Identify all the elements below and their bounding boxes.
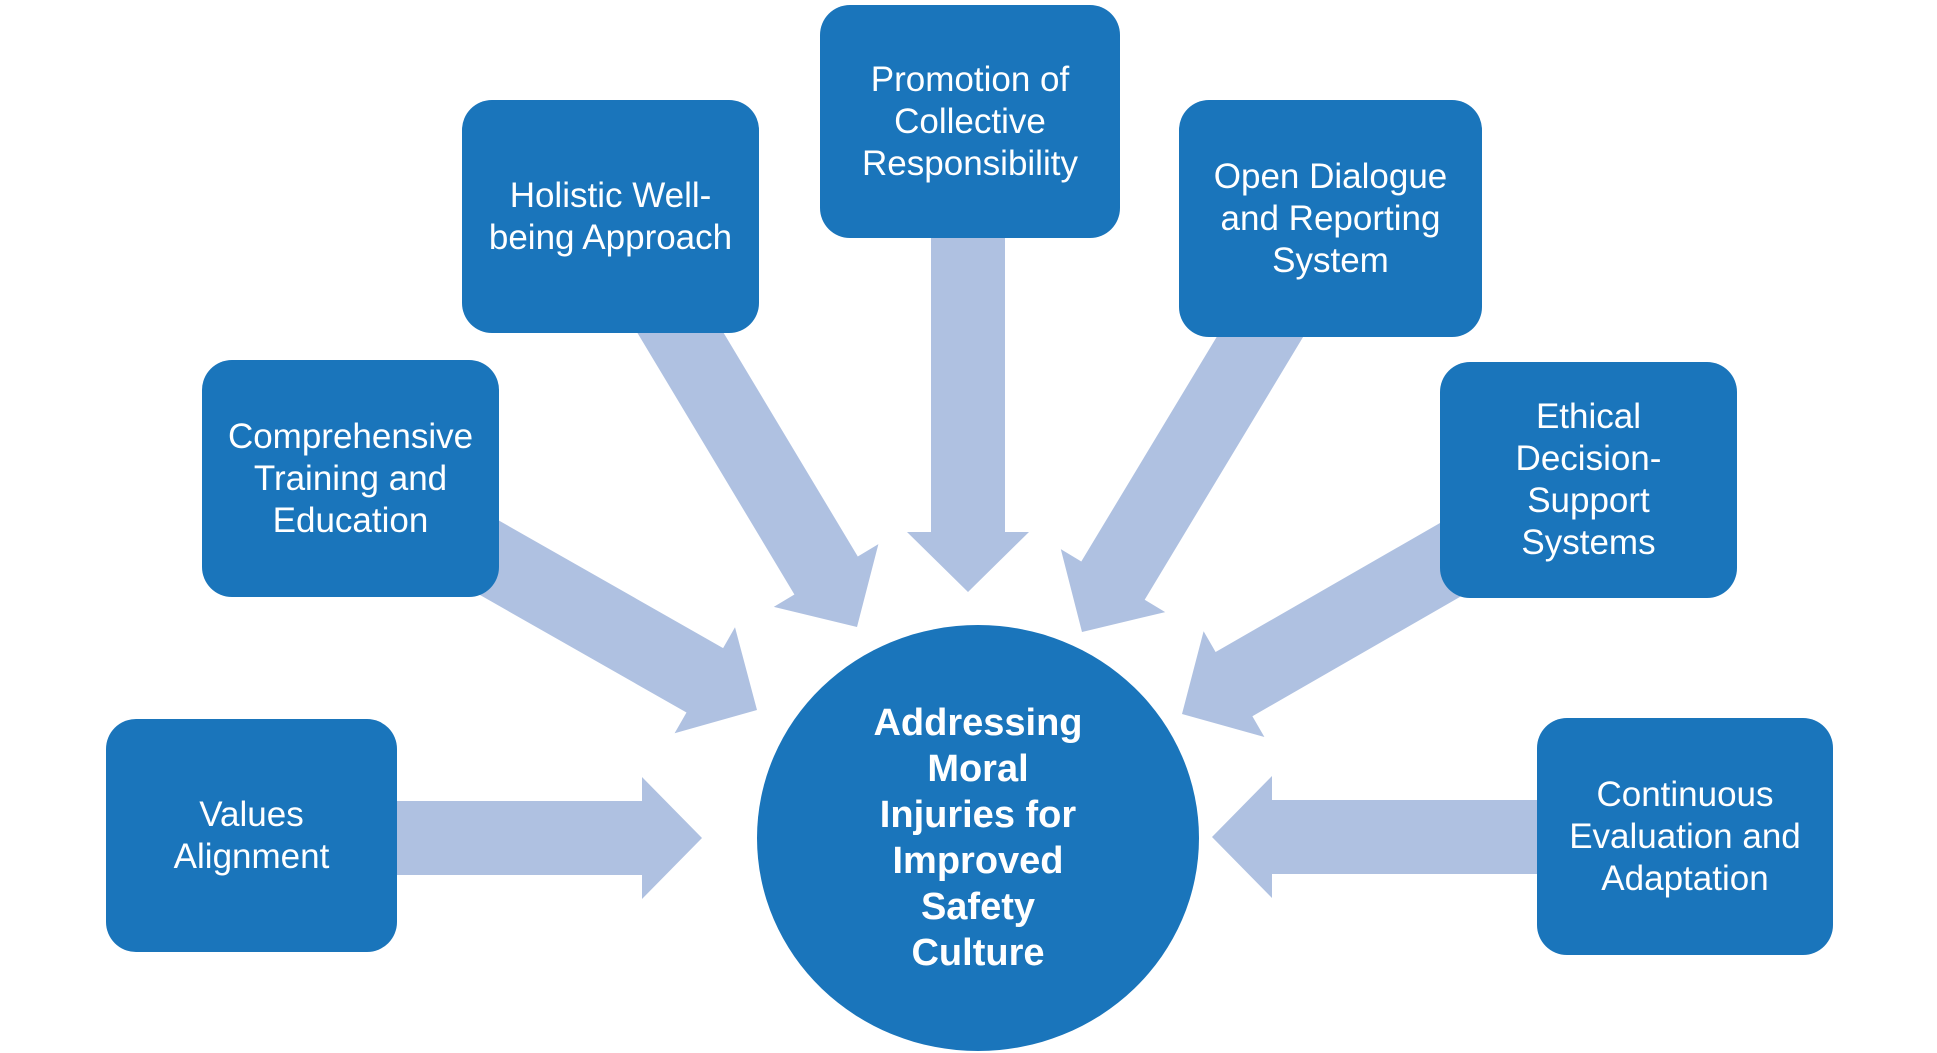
- node-continuous-evaluation: Continuous Evaluation and Adaptation: [1537, 718, 1833, 955]
- node-label: Continuous Evaluation and Adaptation: [1569, 774, 1801, 898]
- arrow-promotion-to-center: [907, 122, 1029, 592]
- node-holistic-wellbeing: Holistic Well- being Approach: [462, 100, 759, 333]
- hub-addressing-moral-injuries: Addressing Moral Injuries for Improved S…: [757, 625, 1199, 1051]
- node-open-dialogue: Open Dialogue and Reporting System: [1179, 100, 1482, 337]
- node-values-alignment: Values Alignment: [106, 719, 397, 952]
- node-label: Values Alignment: [173, 794, 330, 876]
- node-comprehensive-training: Comprehensive Training and Education: [202, 360, 499, 597]
- node-label: Promotion of Collective Responsibility: [862, 59, 1078, 183]
- node-label: Comprehensive Training and Education: [227, 416, 474, 540]
- node-ethical-decision-support: Ethical Decision- Support Systems: [1440, 362, 1737, 598]
- node-label: Open Dialogue and Reporting System: [1213, 156, 1448, 280]
- node-label: Holistic Well- being Approach: [488, 175, 733, 257]
- node-collective-responsibility: Promotion of Collective Responsibility: [820, 5, 1120, 238]
- hub-label: Addressing Moral Injuries for Improved S…: [873, 702, 1083, 974]
- node-label: Ethical Decision- Support Systems: [1515, 397, 1662, 562]
